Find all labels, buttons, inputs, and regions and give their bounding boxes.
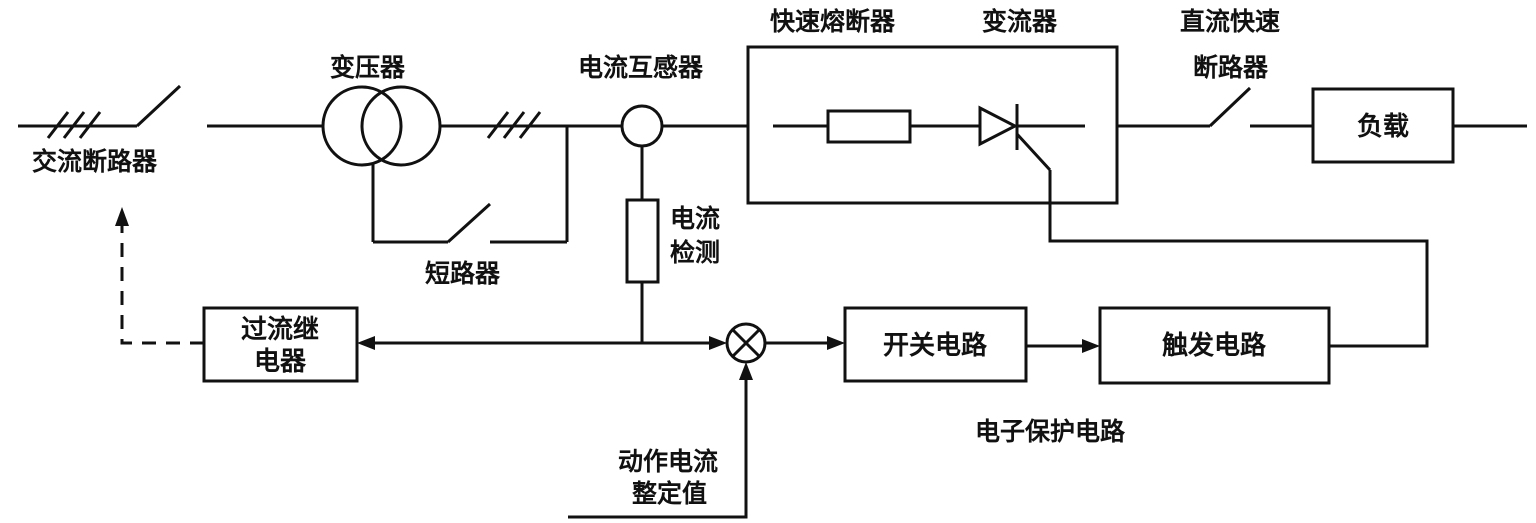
three-phase-mark-left	[46, 111, 102, 139]
converter-enclosure	[746, 45, 1119, 205]
arrow-to-relay	[357, 336, 375, 350]
switch-circuit-label: 开关电路	[883, 330, 988, 361]
trip-signal-arrowhead	[115, 207, 129, 226]
load-box	[1311, 87, 1455, 164]
electronic-protection-label: 电子保护电路	[975, 417, 1126, 446]
dc-fast-breaker-label-line2: 断路器	[1193, 53, 1269, 82]
current-detect-resistor	[625, 198, 660, 284]
short-circuiter-label: 短路器	[425, 259, 501, 288]
thyristor-symbol	[978, 104, 1052, 172]
fast-fuse-label: 快速熔断器	[770, 7, 896, 36]
comparator-symbol	[725, 322, 767, 364]
trigger-circuit-box	[1098, 306, 1331, 385]
main-power-line	[18, 84, 1527, 128]
current-detect-label-line1: 电流	[670, 204, 720, 233]
current-detect-label-line2: 检测	[670, 238, 720, 267]
arrow-to-comparator	[709, 336, 727, 350]
current-transformer-symbol	[620, 104, 664, 200]
converter-label: 变流器	[982, 7, 1058, 36]
transformer-symbol	[321, 85, 442, 167]
gate-feedback-wire	[1048, 170, 1429, 348]
switch-circuit-box	[843, 306, 1028, 383]
current-transformer-label: 电流互感器	[578, 53, 704, 82]
arrow-setting-up	[739, 362, 753, 380]
load-label: 负载	[1357, 112, 1409, 142]
dc-fast-breaker-label-line1: 直流快速	[1180, 7, 1280, 36]
overcurrent-relay-label-line2: 电器	[254, 347, 307, 377]
three-phase-mark-right	[486, 111, 542, 139]
fast-fuse-symbol	[826, 109, 912, 144]
ac-breaker-label: 交流断路器	[32, 147, 158, 176]
action-setting-label-line2: 整定值	[632, 479, 707, 508]
transformer-label: 变压器	[330, 53, 406, 82]
overcurrent-relay-label-line1: 过流继	[241, 314, 319, 345]
arrow-to-trigger	[1082, 339, 1100, 353]
setting-input-wire	[568, 378, 748, 519]
arrow-to-switch	[827, 336, 845, 350]
trigger-circuit-label: 触发电路	[1162, 330, 1267, 361]
trip-signal-dashed	[120, 222, 204, 345]
action-setting-label-line1: 动作电流	[618, 447, 718, 476]
short-circuiter-branch	[371, 126, 569, 244]
